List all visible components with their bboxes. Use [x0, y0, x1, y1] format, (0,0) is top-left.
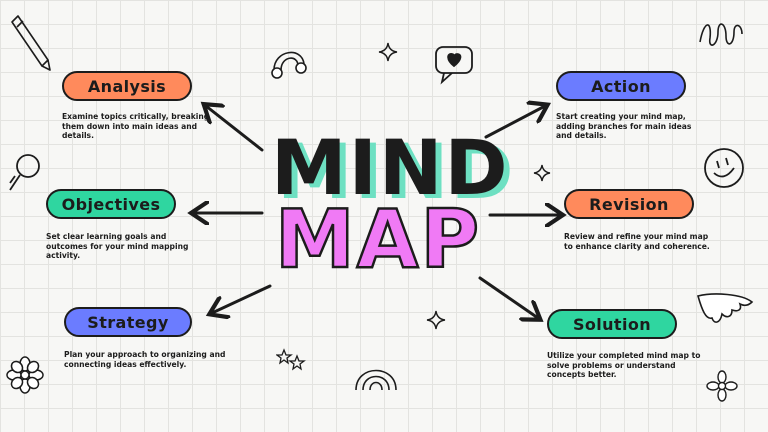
wing-icon — [697, 293, 754, 323]
rainbow-icon — [271, 51, 307, 79]
title-mind-shadow: MIND — [277, 127, 516, 216]
title-mind: MIND — [271, 123, 510, 212]
smiley-icon — [704, 148, 744, 188]
arrow-to-strategy — [212, 284, 272, 313]
title-map: MAP — [274, 193, 482, 286]
node-objectives: Objectives — [46, 189, 176, 219]
node-strategy: Strategy — [64, 307, 192, 337]
node-action-description: Start creating your mind map, adding bra… — [556, 112, 692, 141]
flower-icon — [6, 356, 44, 394]
arrow-to-analysis — [206, 106, 264, 152]
sparkle-icon — [378, 42, 398, 62]
node-strategy-description: Plan your approach to organizing and con… — [64, 350, 226, 369]
node-revision-description: Review and refine your mind map to enhan… — [564, 232, 710, 251]
flower-icon — [706, 370, 738, 402]
heart-bubble-icon — [435, 46, 473, 85]
arrow-to-solution — [478, 276, 538, 318]
rainbow-icon — [355, 369, 397, 391]
squiggle-icon — [699, 23, 743, 46]
sparkle-icon — [426, 310, 446, 330]
pencil-icon — [11, 15, 51, 71]
node-action: Action — [556, 71, 686, 101]
node-solution-description: Utilize your completed mind map to solve… — [547, 351, 701, 380]
magnifier-icon — [9, 154, 40, 191]
node-objectives-description: Set clear learning goals and outcomes fo… — [46, 232, 189, 261]
node-solution: Solution — [547, 309, 677, 339]
arrow-to-action — [484, 106, 545, 139]
node-analysis: Analysis — [62, 71, 192, 101]
node-analysis-description: Examine topics critically, breaking them… — [62, 112, 210, 141]
node-revision: Revision — [564, 189, 694, 219]
sparkle-icon — [533, 164, 551, 182]
stars-icon — [276, 348, 306, 371]
